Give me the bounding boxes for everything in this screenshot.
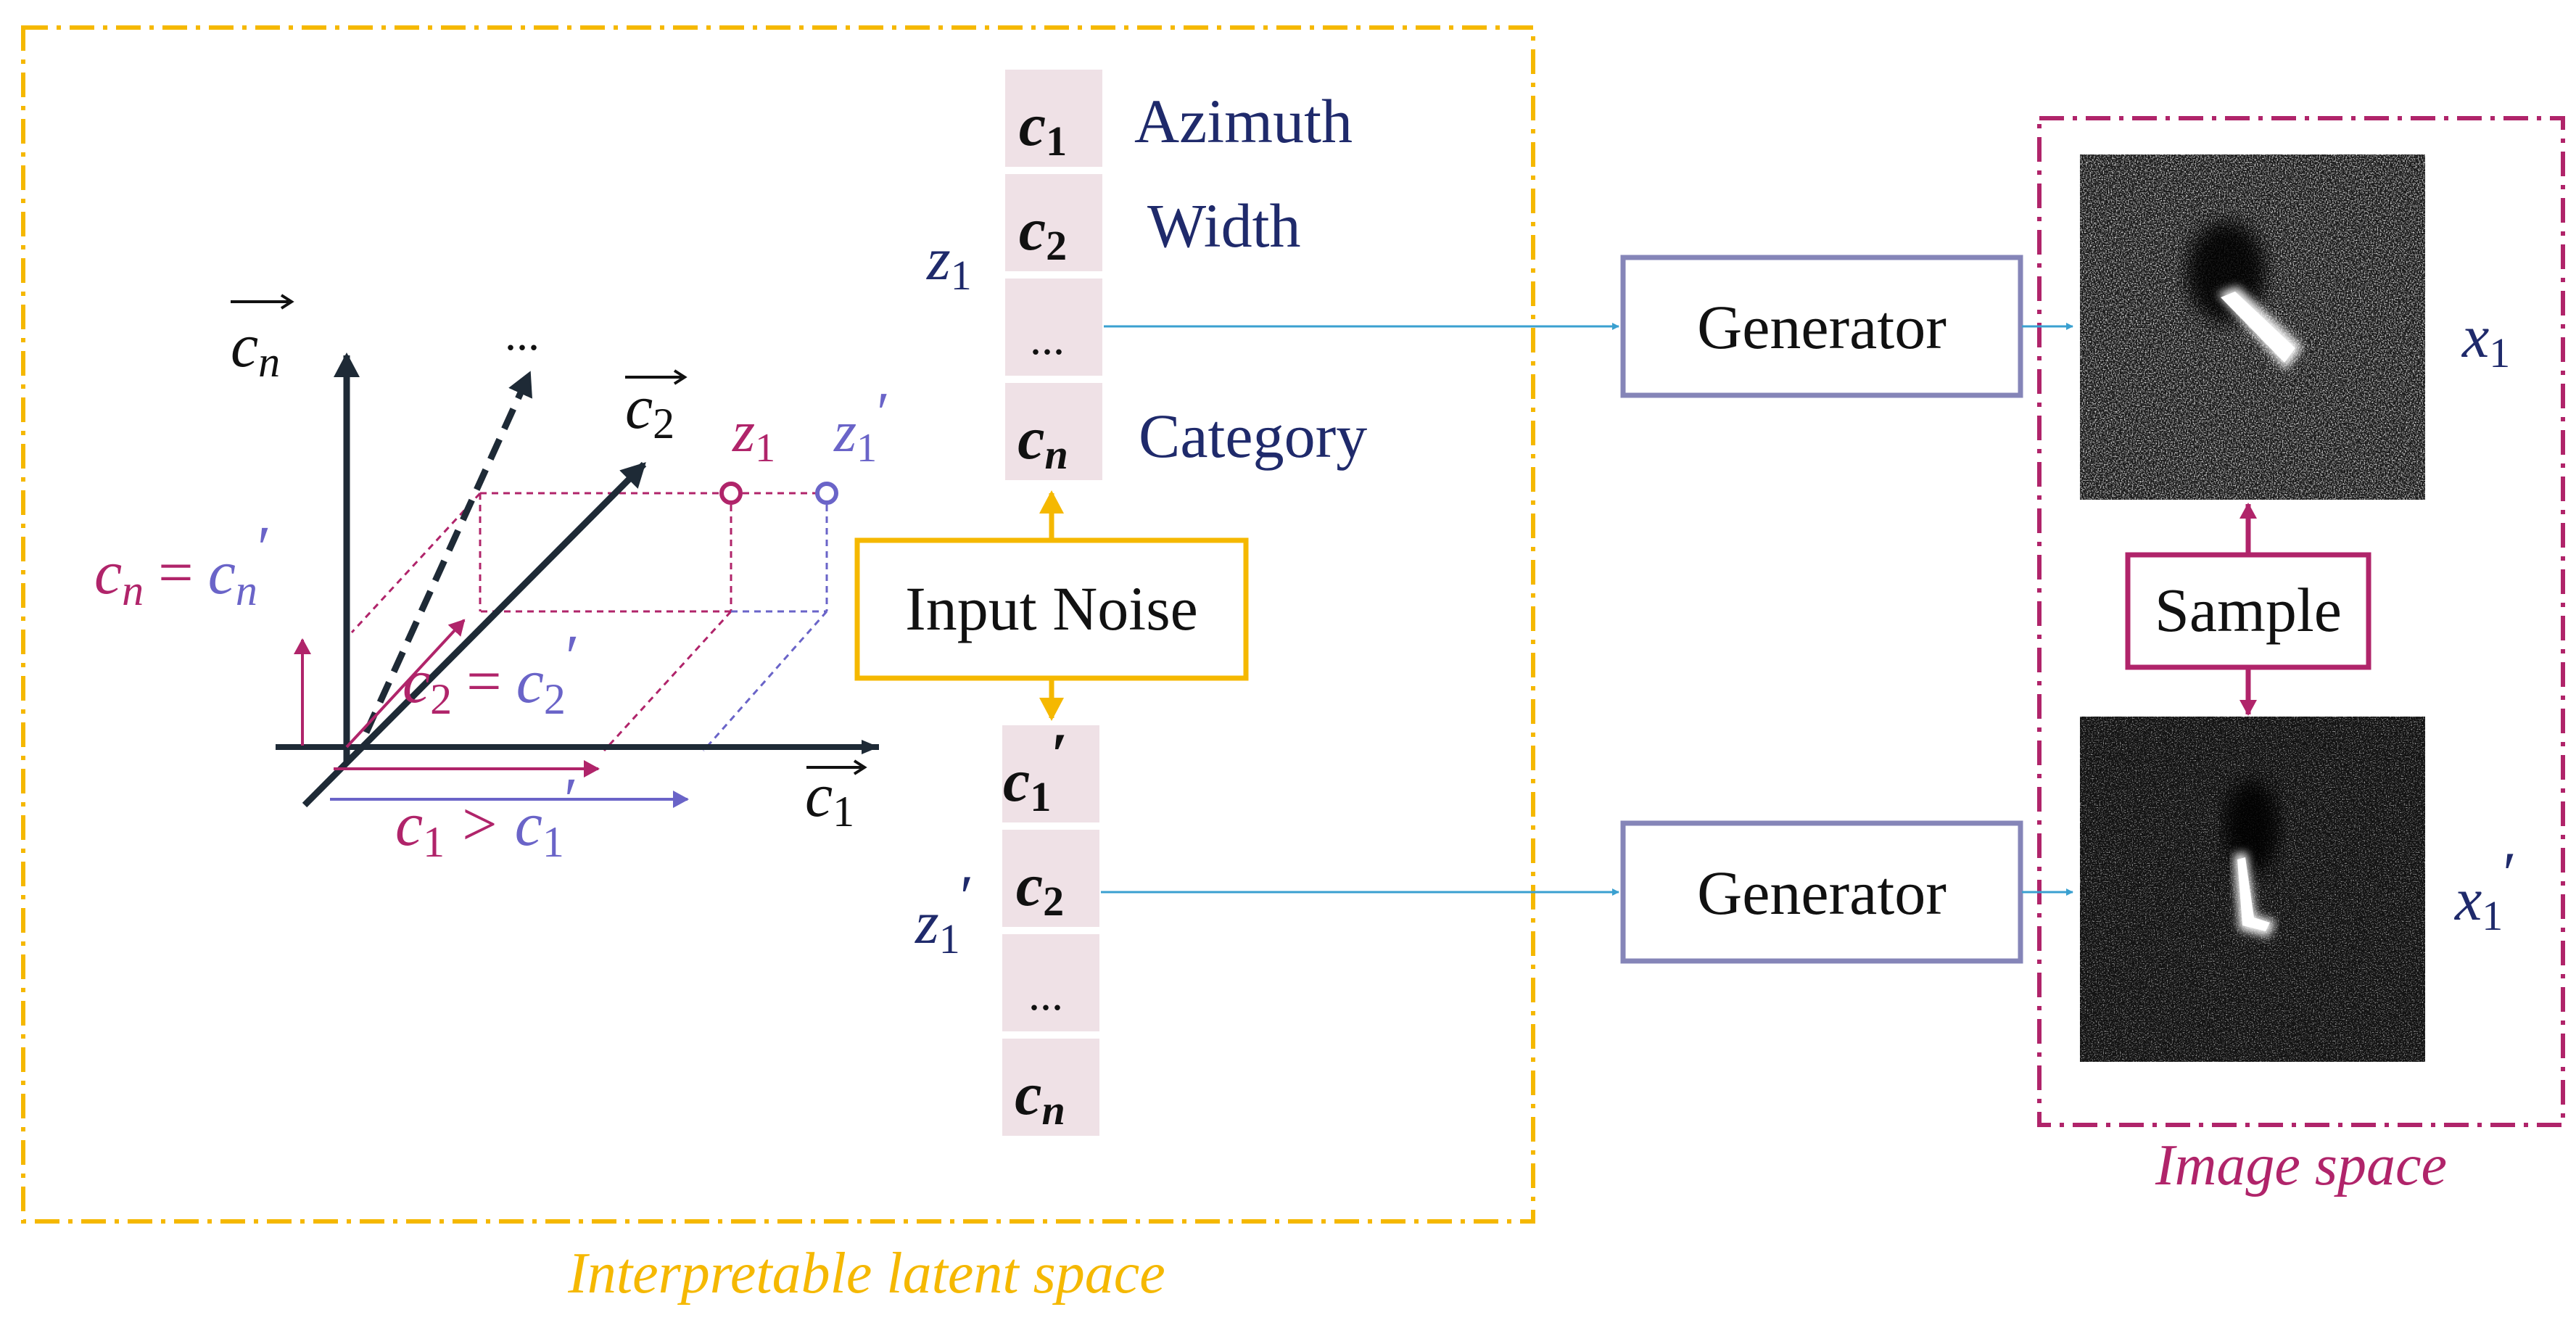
svg-text:c1: c1	[805, 760, 854, 836]
input-noise-box	[854, 537, 1249, 681]
cell-symbol-cn: cn	[1017, 405, 1068, 478]
latent-space-caption: Interpretable latent space	[567, 1242, 1165, 1306]
generator-box-top	[1620, 255, 2023, 398]
z1-prime-projection-lines	[702, 493, 828, 751]
cell-symbol-cn: cn	[1015, 1060, 1065, 1134]
svg-text:cn: cn	[231, 310, 280, 386]
vector-c2	[345, 619, 466, 748]
inequality-c1: c1>c1′	[395, 764, 578, 866]
latent-space-frame	[21, 25, 1535, 1224]
sample-label: Sample	[2155, 575, 2342, 645]
label-z1-prime: z1′	[833, 382, 890, 471]
vector-cell	[1005, 279, 1102, 376]
axis-label-c1: c1	[805, 759, 867, 836]
vector-cell	[1002, 830, 1099, 927]
axis-c2	[302, 461, 647, 808]
cell-symbol-c1: c1	[1019, 91, 1067, 165]
generator-label-bottom: Generator	[1697, 858, 1947, 928]
svg-text:c2: c2	[625, 372, 674, 448]
cell-ellipsis: ...	[1028, 968, 1063, 1020]
cell-symbol-c1-prime: c1′	[1003, 721, 1068, 820]
cell-name-width: Width	[1147, 191, 1301, 260]
axis-label-c2: c2	[625, 369, 688, 448]
axis-label-cn: cn	[231, 294, 294, 386]
cell-ellipsis: ...	[1030, 313, 1065, 364]
vector-label-z1: z1	[926, 226, 972, 299]
point-z1	[719, 482, 743, 505]
vector-cell	[1005, 70, 1102, 167]
cell-symbol-c2: c2	[1016, 851, 1064, 925]
axis-extra-ellipsis: ...	[505, 308, 540, 360]
sample-box	[2125, 552, 2371, 670]
vector-label-z1-prime: z1′	[915, 863, 973, 962]
z1-projection-lines	[350, 492, 827, 752]
label-z1: z1	[732, 400, 775, 471]
vector-cell	[1005, 383, 1102, 480]
cell-name-azimuth: Azimuth	[1134, 86, 1353, 156]
vector-cell	[1002, 1039, 1099, 1136]
sar-image-top	[2080, 154, 2425, 500]
vector-cell	[1002, 934, 1099, 1031]
equation-c2: c2=c2′	[402, 622, 579, 723]
cell-name-category: Category	[1139, 401, 1367, 471]
sar-image-bottom	[2080, 717, 2425, 1062]
point-z1-prime	[815, 482, 838, 505]
image-space-caption: Image space	[2155, 1134, 2447, 1197]
image-space-frame	[2037, 116, 2565, 1127]
output-label-x1-prime: x1′	[2453, 840, 2517, 939]
vector-cell	[1005, 174, 1102, 271]
coordinate-plot: cn ... c2 c1 z1 z1′ cn=cn′ c2=c2′ c1>c1′	[94, 294, 890, 866]
latent-vector-z1: c1 c2 ... cn Azimuth Width Category z1	[926, 70, 1367, 480]
generator-box-bottom	[1620, 820, 2023, 964]
input-noise-label: Input Noise	[905, 574, 1198, 643]
vector-cell	[1002, 725, 1099, 822]
output-label-x1: x1	[2461, 303, 2510, 376]
latent-vector-z1-prime: c1′ c2 ... cn z1′	[915, 721, 1099, 1136]
equation-cn: cn=cn′	[94, 513, 271, 614]
cell-symbol-c2: c2	[1019, 196, 1067, 269]
generator-label-top: Generator	[1697, 292, 1947, 362]
